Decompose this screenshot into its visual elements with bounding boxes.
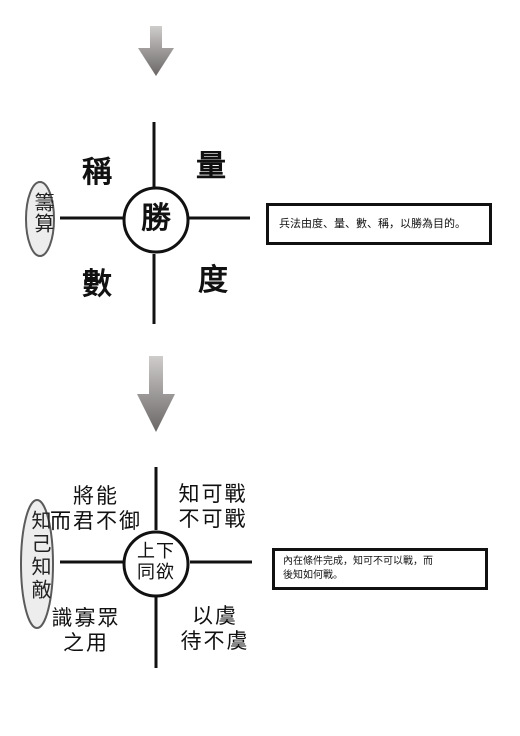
bottom-right-label: 度: [198, 263, 228, 298]
diagram-2: 上下 同欲 將能 而君不御 知可戰 不可戰 識寡眾 之用 以虞 待不虞 知己知敵…: [0, 440, 520, 680]
note-text-2-line2: 後知如何戰。: [283, 570, 343, 581]
side-oval: [20, 499, 54, 629]
note-box-1: 兵法由度、量、數、稱，以勝為目的。: [266, 203, 492, 245]
down-arrow-icon: [138, 26, 174, 76]
bottom-left-label: 數: [82, 267, 112, 302]
diagram-1: 勝 稱 量 數 度 籌算 兵法由度、量、數、稱，以勝為目的。: [0, 0, 520, 340]
note-text-1: 兵法由度、量、數、稱，以勝為目的。: [279, 216, 466, 230]
center-label: 上下 同欲: [137, 541, 175, 583]
bottom-left-label: 識寡眾 之用: [51, 606, 121, 655]
note-box-2: 內在條件完成，知可不可以戰，而 後知如何戰。: [272, 548, 488, 590]
cross-lines: [25, 122, 250, 324]
center-circle: [122, 186, 190, 254]
side-oval-label: 知己知敵: [28, 510, 52, 602]
side-oval-label: 籌算: [31, 192, 55, 234]
center-label: 勝: [141, 201, 171, 236]
down-arrow-icon: [137, 356, 175, 432]
top-right-label: 知可戰 不可戰: [178, 482, 248, 531]
center-circle: [122, 530, 190, 598]
side-oval: [25, 181, 55, 257]
cross-lines: [20, 467, 252, 668]
top-left-label: 將能 而君不御: [50, 484, 142, 533]
bottom-right-label: 以虞 待不虞: [180, 604, 250, 653]
top-left-label: 稱: [82, 155, 112, 190]
note-text-2-line1: 內在條件完成，知可不可以戰，而: [283, 556, 433, 567]
top-right-label: 量: [196, 149, 226, 184]
